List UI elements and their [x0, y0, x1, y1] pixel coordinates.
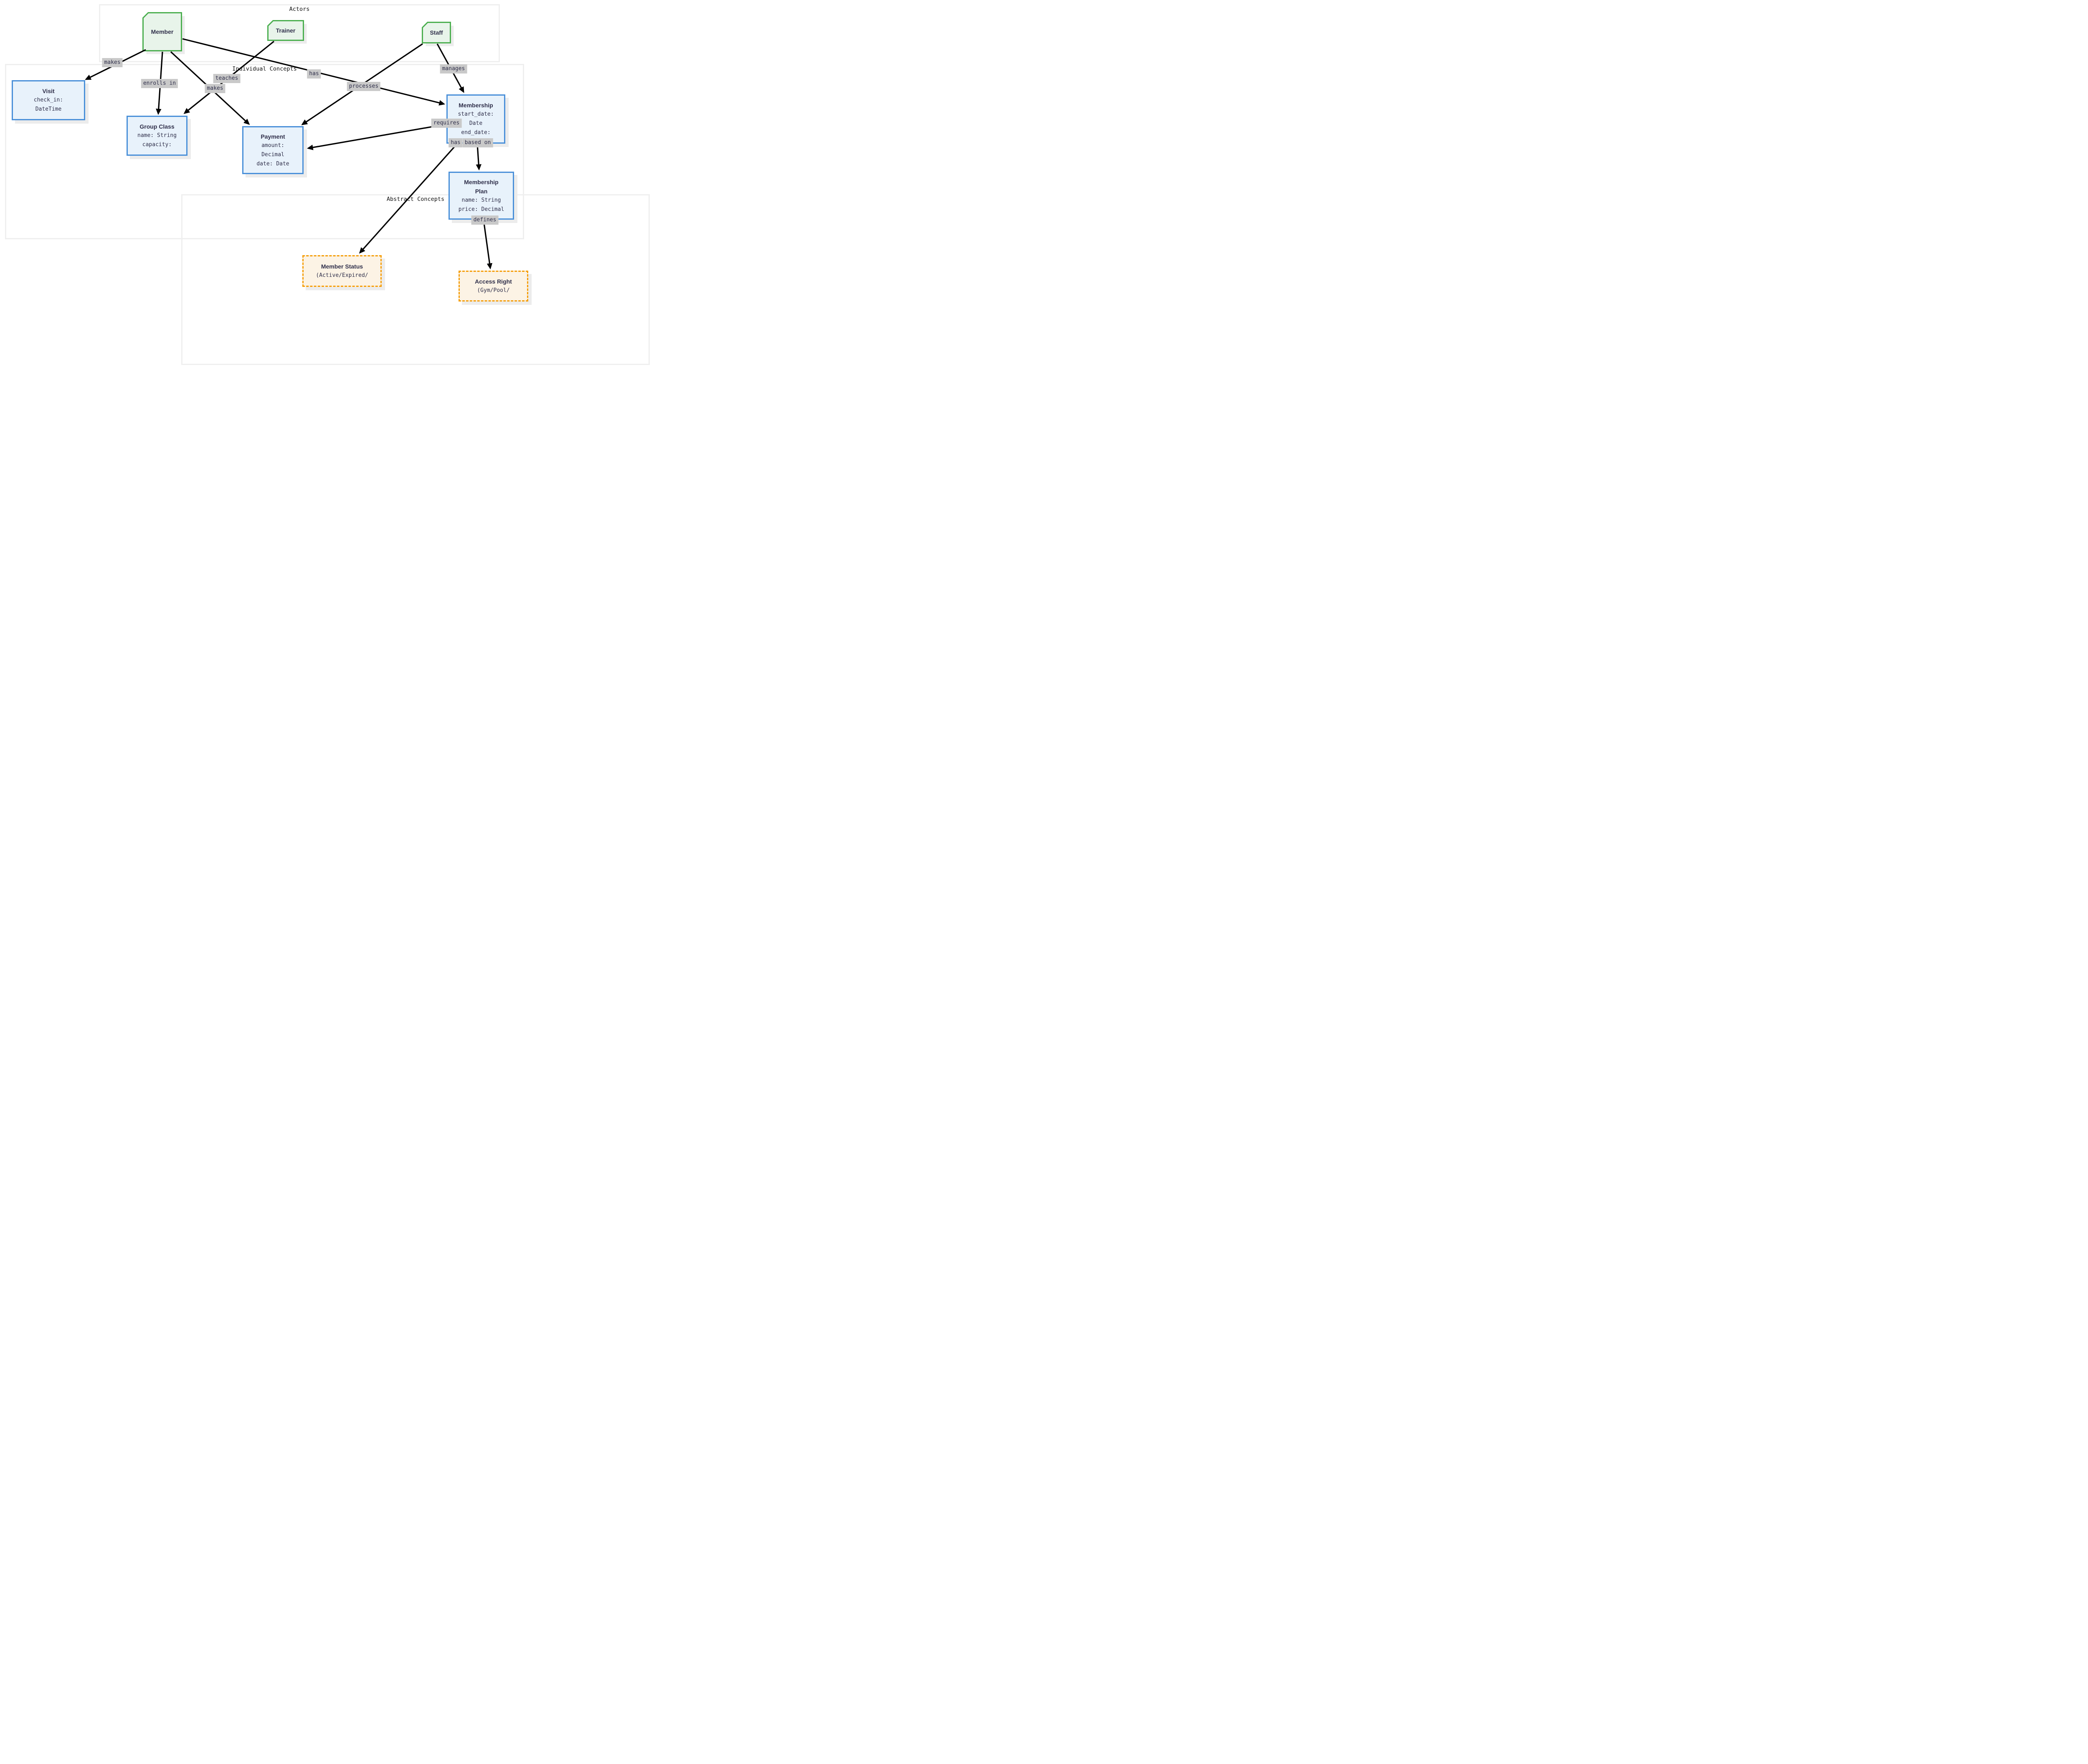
edge-label-membership-member-status: has — [449, 138, 463, 147]
edge-label-member-membership: has — [307, 69, 321, 79]
edge-label-membership-membership-plan: based on — [462, 138, 493, 147]
node-staff: Staff — [422, 22, 456, 48]
edge-label-member-visit: makes — [102, 58, 123, 67]
node-attribute-payment: amount: — [261, 142, 284, 149]
node-group-class: Group Class name: String capacity: — [127, 116, 188, 156]
edge-label-member-group-class: enrolls in — [141, 79, 178, 88]
node-title-group-class: Group Class — [139, 123, 175, 130]
actor-shape-icon — [422, 22, 454, 46]
node-attribute-membership-plan: name: String — [461, 197, 501, 203]
node-trainer: Trainer — [267, 20, 309, 46]
group-box-abstract-concepts: Abstract Concepts — [181, 194, 650, 365]
node-title-membership: Membership — [459, 102, 493, 109]
node-title-access-right: Access Right — [475, 278, 512, 285]
edge-label-membership-payment: requires — [431, 119, 462, 128]
node-attribute-access-right: (Gym/Pool/ — [477, 287, 510, 294]
node-member: Member — [142, 12, 187, 56]
actor-shape-icon — [142, 12, 185, 54]
node-title-payment: Payment — [261, 133, 285, 140]
edge-label-membership-plan-access-right: defines — [471, 215, 499, 225]
node-title-trainer: Trainer — [276, 27, 296, 34]
edge-label-staff-membership: manages — [440, 64, 467, 74]
node-title-member: Member — [151, 28, 174, 35]
node-payment: Payment amount: Decimal date: Date — [242, 126, 304, 174]
node-title-membership-plan: Membership — [464, 178, 499, 185]
node-title-member-status: Member Status — [321, 263, 363, 270]
node-access-right: Access Right (Gym/Pool/ — [459, 271, 528, 302]
group-title-actors: Actors — [289, 6, 310, 13]
node-attribute-group-class: name: String — [137, 132, 177, 139]
node-visit: Visit check_in: DateTime — [12, 80, 85, 120]
node-title-membership-plan: Plan — [475, 188, 488, 195]
node-attribute-group-class: capacity: — [142, 142, 172, 148]
node-title-visit: Visit — [42, 88, 55, 94]
node-attribute-visit: DateTime — [35, 106, 62, 112]
node-member-status: Member Status (Active/Expired/ — [302, 255, 382, 287]
edge-label-staff-payment: processes — [347, 82, 381, 91]
node-attribute-visit: check_in: — [33, 97, 63, 103]
group-title-individual-concepts: Individual Concepts — [232, 66, 297, 72]
node-attribute-member-status: (Active/Expired/ — [316, 272, 368, 279]
node-attribute-payment: Decimal — [261, 151, 284, 158]
node-title-staff: Staff — [430, 29, 443, 36]
node-attribute-membership-plan: price: Decimal — [458, 206, 504, 213]
edge-label-trainer-group-class: teaches — [213, 74, 241, 83]
edge-label-member-payment: makes — [205, 84, 226, 93]
node-attribute-payment: date: Date — [256, 160, 289, 167]
node-attribute-membership: Date — [469, 120, 483, 127]
node-attribute-membership: end_date: — [461, 129, 491, 136]
group-title-abstract-concepts: Abstract Concepts — [386, 196, 445, 203]
node-attribute-membership: start_date: — [458, 111, 494, 117]
